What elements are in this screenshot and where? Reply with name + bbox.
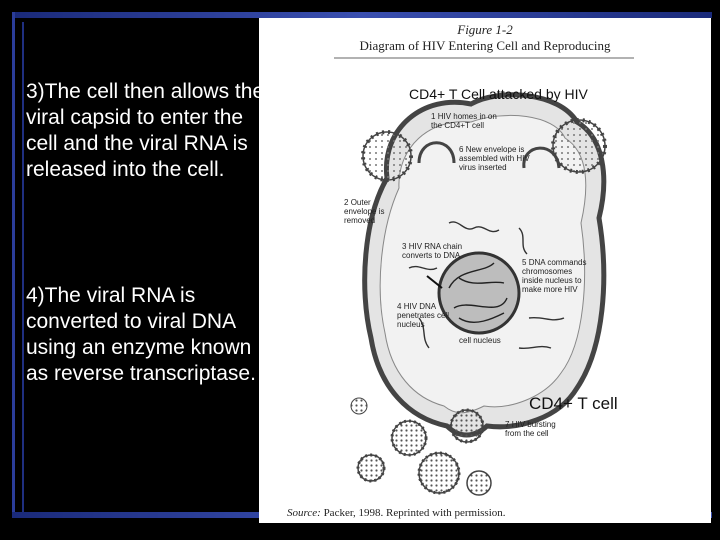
figure-number: Figure 1-2	[457, 22, 513, 37]
step-1-caption: 1 HIV homes in on the CD4+T cell	[431, 112, 497, 130]
cell-nucleus	[437, 251, 521, 335]
figure-title: Diagram of HIV Entering Cell and Reprodu…	[359, 38, 611, 53]
hiv-virus-particle	[449, 408, 485, 444]
figure-source: Source: Packer, 1998. Reprinted with per…	[287, 507, 506, 519]
step-3-text: 3)The cell then allows the viral capsid …	[26, 80, 265, 181]
step-4-caption: 4 HIV DNA penetrates cell nucleus	[397, 302, 450, 329]
hiv-virus-particle	[390, 419, 428, 457]
step-7-caption: 7 HIV bursting from the cell	[505, 420, 556, 438]
hiv-virus-particle	[356, 453, 386, 483]
slide-frame-left-inner	[22, 22, 24, 518]
hiv-virus-particle	[350, 397, 368, 415]
step-4-text: 4)The viral RNA is converted to viral DN…	[26, 284, 256, 385]
slide-frame-top	[12, 12, 712, 18]
hiv-illustration	[334, 57, 634, 496]
step-2-caption: 2 Outer envelope is removed	[344, 198, 385, 225]
nucleus-label: cell nucleus	[459, 336, 501, 345]
hiv-virus-particle	[551, 118, 607, 174]
slide-frame-left	[12, 12, 15, 518]
cd4-cell-label: CD4+ T cell	[529, 394, 618, 413]
hiv-diagram-figure: Figure 1-2 Diagram of HIV Entering Cell …	[259, 18, 711, 523]
step-5-caption: 5 DNA commands chromosomes inside nucleu…	[522, 258, 587, 294]
diagram-heading: CD4+ T Cell attacked by HIV	[409, 86, 588, 102]
hiv-virus-particle	[361, 130, 413, 182]
step-3-caption: 3 HIV RNA chain converts to DNA	[402, 242, 463, 260]
hiv-virus-particle	[417, 451, 461, 495]
hiv-virus-particle	[466, 470, 492, 496]
step-6-caption: 6 New envelope is assembled with HIV vir…	[459, 145, 530, 172]
